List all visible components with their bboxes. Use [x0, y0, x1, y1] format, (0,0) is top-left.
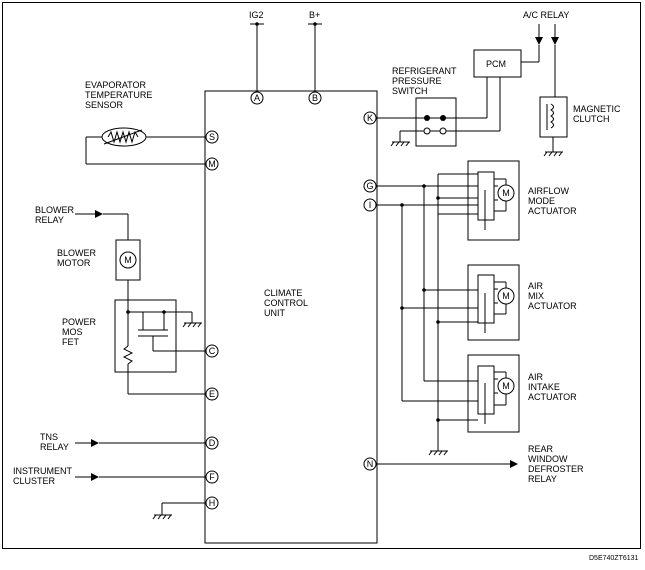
evaporator-label-3: SENSOR	[85, 100, 124, 110]
actuator-ground-icon	[428, 450, 448, 456]
airintake-label-3: ACTUATOR	[528, 392, 577, 402]
pin-g: G	[363, 179, 377, 193]
tns-relay-label-1: TNS	[40, 432, 58, 442]
airflow-label-1: AIRFLOW	[528, 186, 570, 196]
power-mosfet-icon	[114, 299, 205, 395]
tns-relay-label-2: RELAY	[40, 442, 69, 452]
pcm-box: PCM	[473, 49, 522, 78]
pin-k: K	[363, 111, 377, 125]
thermistor-icon	[101, 127, 147, 147]
svg-text:M: M	[124, 255, 132, 265]
defroster-label-2: WINDOW	[528, 454, 568, 464]
airintake-label-2: INTAKE	[528, 382, 560, 392]
power-mosfet-label-2: MOS	[62, 327, 83, 337]
pcm-label: PCM	[486, 59, 506, 69]
power-mosfet-label-3: FET	[62, 337, 80, 347]
pin-s: S	[205, 130, 219, 144]
climate-control-unit-box	[204, 90, 378, 544]
ccu-label-1: CLIMATE	[264, 288, 302, 298]
svg-text:F: F	[209, 472, 215, 482]
ig2-label: IG2	[249, 10, 264, 20]
airmix-label-1: AIR	[528, 281, 544, 291]
blower-motor-icon: M	[115, 239, 141, 281]
clutch-feed-arrow-icon	[551, 37, 559, 45]
svg-text:M: M	[208, 159, 216, 169]
pin-d: D	[205, 436, 219, 450]
refrigerant-label-1: REFRIGERANT	[392, 66, 457, 76]
airmix-label-3: ACTUATOR	[528, 301, 577, 311]
airflow-actuator-icon: M	[467, 160, 520, 241]
svg-text:D: D	[209, 438, 216, 448]
refrigerant-label-3: SWITCH	[392, 86, 428, 96]
blower-motor-label-1: BLOWER	[57, 248, 97, 258]
magnetic-clutch-label-2: CLUTCH	[573, 114, 610, 124]
svg-text:A: A	[254, 93, 260, 103]
ac-relay-arrow-icon	[535, 37, 543, 45]
refrigerant-label-2: PRESSURE	[392, 76, 442, 86]
ccu-label-2: CONTROL	[264, 298, 308, 308]
instrument-cluster-label-2: CLUSTER	[13, 476, 56, 486]
pin-i: I	[363, 198, 377, 212]
airflow-label-2: MODE	[528, 196, 555, 206]
svg-text:I: I	[369, 200, 372, 210]
tns-relay-arrow-icon	[91, 439, 99, 447]
refrigerant-ground-icon	[390, 141, 410, 147]
pin-b: B	[308, 91, 322, 105]
svg-text:M: M	[502, 291, 510, 301]
svg-text:M: M	[502, 188, 510, 198]
magnetic-clutch-label-1: MAGNETIC	[573, 104, 621, 114]
pin-f: F	[205, 470, 219, 484]
mosfet-ground-icon	[182, 312, 202, 328]
pin-m: M	[205, 157, 219, 171]
blower-relay-arrow-icon	[95, 210, 103, 218]
airflow-label-3: ACTUATOR	[528, 206, 577, 216]
pin-e: E	[205, 387, 219, 401]
svg-text:E: E	[209, 389, 215, 399]
blower-relay-label-2: RELAY	[35, 215, 64, 225]
pin-n: N	[363, 457, 377, 471]
pin-a: A	[250, 91, 264, 105]
svg-text:M: M	[502, 381, 510, 391]
h-ground-icon	[152, 514, 172, 520]
defroster-arrow-icon	[510, 460, 518, 468]
svg-text:K: K	[367, 113, 373, 123]
svg-text:S: S	[209, 132, 215, 142]
refrigerant-switch-icon	[376, 97, 500, 147]
svg-text:G: G	[366, 181, 373, 191]
figure-code: D5E740ZT6131	[589, 555, 639, 562]
svg-text:N: N	[367, 459, 374, 469]
blower-relay-label-1: BLOWER	[35, 205, 75, 215]
evaporator-label-2: TEMPERATURE	[85, 90, 152, 100]
ac-relay-label: A/C RELAY	[523, 10, 569, 20]
diagram-frame	[2, 2, 641, 549]
evaporator-label-1: EVAPORATOR	[85, 80, 147, 90]
instrument-cluster-label-1: INSTRUMENT	[13, 466, 72, 476]
svg-text:H: H	[209, 498, 216, 508]
pin-c: C	[205, 344, 219, 358]
svg-text:B: B	[312, 93, 318, 103]
clutch-ground-icon	[543, 151, 563, 157]
defroster-label-4: RELAY	[528, 474, 557, 484]
instrument-cluster-arrow-icon	[91, 473, 99, 481]
airintake-label-1: AIR	[528, 372, 544, 382]
pin-h: H	[205, 496, 219, 510]
blower-motor-label-2: MOTOR	[57, 258, 91, 268]
ccu-label-3: UNIT	[264, 308, 285, 318]
airintake-actuator-icon: M	[467, 354, 520, 433]
power-mosfet-label-1: POWER	[62, 317, 97, 327]
svg-text:C: C	[209, 346, 216, 356]
airmix-label-2: MIX	[528, 291, 544, 301]
airmix-actuator-icon: M	[467, 264, 520, 341]
defroster-label-1: REAR	[528, 444, 554, 454]
bplus-label: B+	[309, 10, 320, 20]
magnetic-clutch-icon	[539, 96, 568, 138]
defroster-label-3: DEFROSTER	[528, 464, 584, 474]
